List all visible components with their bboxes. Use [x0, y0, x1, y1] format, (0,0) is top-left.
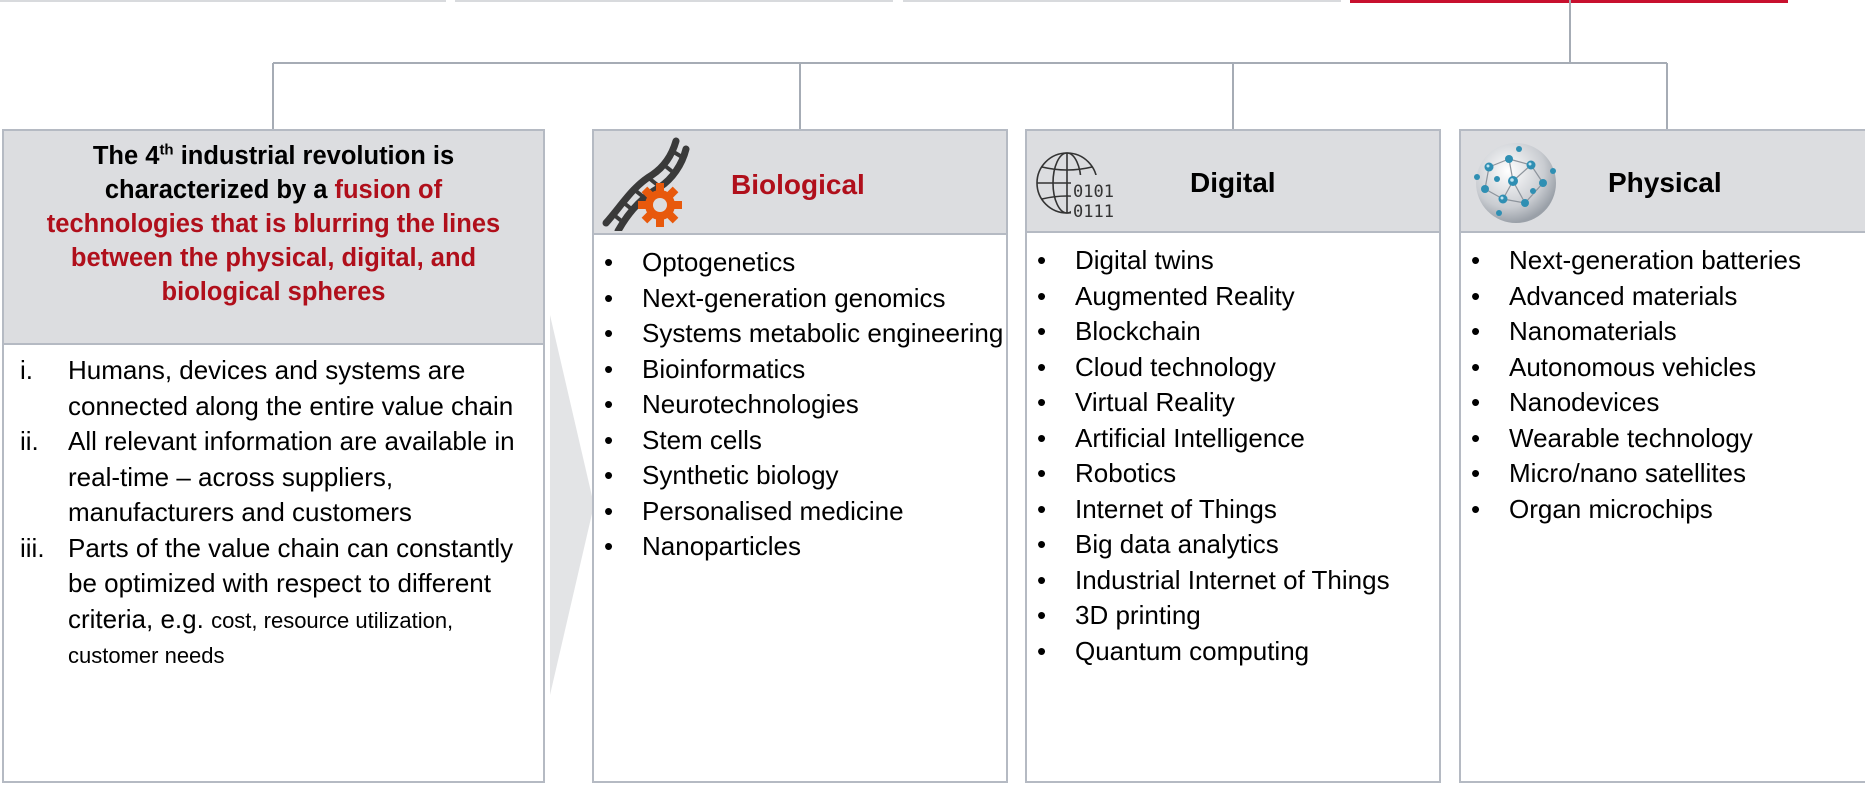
list-item: Quantum computing — [1027, 634, 1439, 670]
category-title-physical: Physical — [1608, 167, 1722, 198]
list-item: Bioinformatics — [594, 352, 1006, 388]
intro-heading-text: The 4 — [92, 142, 160, 170]
category-title-biological: Biological — [731, 169, 865, 200]
list-item: Systems metabolic engineering — [594, 316, 1006, 352]
list-item: ii. All relevant information are availab… — [20, 424, 529, 531]
list-item: Advanced materials — [1461, 279, 1865, 315]
category-items-physical: Next-generation batteries Advanced mater… — [1461, 243, 1865, 527]
list-item: Autonomous vehicles — [1461, 350, 1865, 386]
intro-heading-highlight: fusion of technologies that is blurring … — [46, 176, 501, 306]
list-item: Next-generation batteries — [1461, 243, 1865, 279]
list-item: Augmented Reality — [1027, 279, 1439, 315]
list-item: Neurotechnologies — [594, 387, 1006, 423]
binary-text: 0111 — [1073, 202, 1114, 222]
molecule-sphere-icon — [1474, 143, 1556, 223]
arrow-chevron-shape — [550, 315, 594, 695]
list-item: Nanodevices — [1461, 385, 1865, 421]
list-item: Artificial Intelligence — [1027, 421, 1439, 457]
intro-points-list: i. Humans, devices and systems are conne… — [20, 353, 529, 673]
category-header: Physical — [1461, 131, 1865, 233]
list-item: Stem cells — [594, 423, 1006, 459]
list-item: Blockchain — [1027, 314, 1439, 350]
globe-binary-icon: 0101 0111 — [1036, 152, 1115, 222]
list-item: Virtual Reality — [1027, 385, 1439, 421]
category-title-digital: Digital — [1190, 167, 1276, 198]
category-box-physical: Physical Next-generation batteries Advan… — [1459, 129, 1865, 783]
dna-gear-icon — [602, 137, 690, 231]
list-item: Robotics — [1027, 456, 1439, 492]
list-item: Internet of Things — [1027, 492, 1439, 528]
intro-heading-text: industrial revolution is characterized b… — [104, 142, 455, 204]
list-item: Personalised medicine — [594, 494, 1006, 530]
category-box-biological: Biological Optogenetics Next-generation … — [592, 129, 1008, 783]
list-item: Organ microchips — [1461, 492, 1865, 528]
point-text: Parts of the value chain can constantly … — [68, 532, 514, 634]
point-number: iii. — [20, 532, 45, 563]
list-item: 3D printing — [1027, 598, 1439, 634]
list-item: iii. Parts of the value chain can consta… — [20, 531, 529, 673]
list-item: Micro/nano satellites — [1461, 456, 1865, 492]
intro-box: The 4th industrial revolution is charact… — [2, 129, 545, 783]
point-number: i. — [20, 355, 33, 385]
point-number: ii. — [20, 426, 39, 456]
binary-text: 0101 — [1073, 182, 1114, 202]
list-item: Nanomaterials — [1461, 314, 1865, 350]
tree-connectors — [272, 0, 1668, 129]
point-text-small: cost, resource utilization, customer nee… — [68, 607, 454, 669]
category-header: Biological — [594, 131, 1006, 235]
category-items-digital: Digital twins Augmented Reality Blockcha… — [1027, 243, 1439, 669]
list-item: Digital twins — [1027, 243, 1439, 279]
intro-heading-superscript: th — [159, 141, 174, 159]
top-cutoff-bar — [455, 0, 893, 2]
list-item: Nanoparticles — [594, 529, 1006, 565]
list-item: Cloud technology — [1027, 350, 1439, 386]
point-text: Humans, devices and systems are connecte… — [68, 355, 514, 421]
category-header: 0101 0111 Digital — [1027, 131, 1439, 233]
category-box-digital: 0101 0111 Digital Digital twins Augmente… — [1025, 129, 1441, 783]
list-item: Industrial Internet of Things — [1027, 563, 1439, 599]
list-item: Wearable technology — [1461, 421, 1865, 457]
top-cutoff-bar — [903, 0, 1341, 2]
list-item: Optogenetics — [594, 245, 1006, 281]
list-item: Next-generation genomics — [594, 281, 1006, 317]
top-cutoff-bar — [0, 0, 446, 2]
list-item: Synthetic biology — [594, 458, 1006, 494]
category-items-biological: Optogenetics Next-generation genomics Sy… — [594, 245, 1006, 565]
intro-heading: The 4th industrial revolution is charact… — [4, 131, 543, 345]
point-text: All relevant information are available i… — [68, 426, 515, 527]
list-item: Big data analytics — [1027, 527, 1439, 563]
list-item: i. Humans, devices and systems are conne… — [20, 353, 529, 424]
